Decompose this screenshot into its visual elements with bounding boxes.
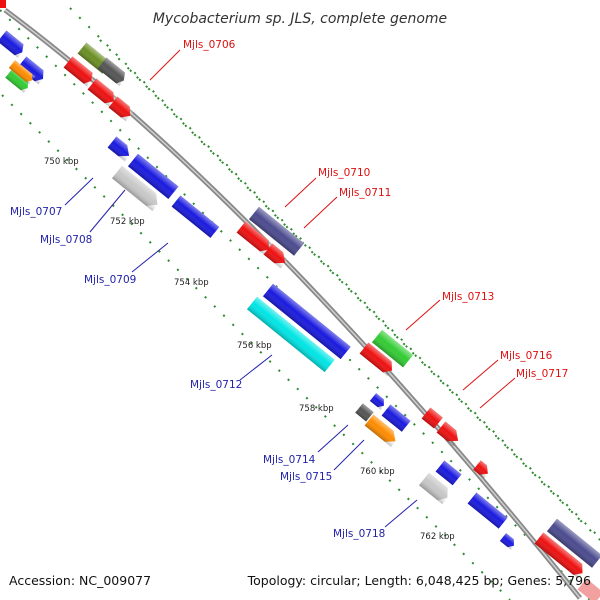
gene-label-mjls-0706: Mjls_0706	[183, 39, 236, 51]
gene-label-mjls-0716: Mjls_0716	[500, 350, 553, 362]
gene-label-mjls-0707: Mjls_0707	[10, 206, 62, 218]
gene-red-0717	[436, 421, 463, 447]
gene-red-0716	[421, 407, 443, 429]
tick-label: 760 kbp	[360, 467, 395, 477]
gene-blue-0718c	[499, 533, 518, 550]
gene-darkgray	[97, 57, 129, 87]
gene-blue-0712	[262, 283, 351, 360]
tick-label: 752 kbp	[110, 217, 145, 227]
gene-orange-small	[8, 60, 36, 85]
gene-labels: Mjls_0706 Mjls_0707 Mjls_0708 Mjls_0709 …	[10, 39, 568, 540]
gene-gray-0718	[418, 472, 453, 505]
gene-green-0713	[371, 329, 414, 368]
gene-blue-0714a	[369, 393, 388, 410]
gene-label-mjls-0710: Mjls_0710	[318, 167, 370, 179]
gene-pink-bottom	[577, 578, 600, 600]
gene-blue-long	[127, 153, 179, 199]
gene-blue-0709	[171, 195, 220, 238]
gene-red-small-0717	[473, 460, 492, 479]
gene-red-topleft	[0, 0, 6, 8]
gc-content-dots	[0, 7, 600, 600]
gene-label-mjls-0711: Mjls_0711	[339, 187, 391, 199]
tick-label: 756 kbp	[237, 341, 272, 351]
gene-label-mjls-0714: Mjls_0714	[263, 454, 316, 466]
gene-red-0711b	[263, 243, 290, 269]
gene-red-0713	[359, 342, 397, 377]
gene-green-small	[5, 68, 32, 93]
gene-red-0706b	[87, 78, 119, 108]
gene-label-mjls-0713: Mjls_0713	[442, 291, 494, 303]
tick-label: 762 kbp	[420, 532, 455, 542]
gene-label-mjls-0712: Mjls_0712	[190, 379, 242, 391]
gene-cyan-0712	[246, 296, 335, 373]
gene-label-mjls-0718: Mjls_0718	[333, 528, 385, 540]
gene-blue-0714b	[381, 404, 411, 432]
gene-gray-0708	[111, 165, 163, 211]
genome-summary-text: Topology: circular; Length: 6,048,425 bp…	[247, 573, 591, 588]
gene-blue-upper	[0, 30, 27, 58]
accession-text: Accession: NC_009077	[9, 573, 151, 588]
gene-label-mjls-0708: Mjls_0708	[40, 234, 92, 246]
gene-red-bottom	[534, 532, 587, 579]
map-title: Mycobacterium sp. JLS, complete genome	[153, 11, 447, 27]
tick-labels: 750 kbp 752 kbp 754 kbp 756 kbp 758 kbp …	[44, 157, 455, 542]
gene-red-0706c	[108, 96, 135, 122]
gene-darkgray-0714	[355, 403, 374, 422]
gene-blue-0718a	[435, 460, 462, 486]
gene-blue-lower	[17, 56, 48, 85]
gene-label-mjls-0715: Mjls_0715	[280, 471, 332, 483]
gene-slate-0710	[248, 206, 305, 256]
leader-lines	[64, 49, 516, 528]
tick-label: 750 kbp	[44, 157, 79, 167]
tick-label: 754 kbp	[174, 278, 209, 288]
tick-label: 758 kbp	[299, 404, 334, 414]
gene-slate-bottom	[546, 518, 600, 568]
gene-red-0711a	[236, 221, 274, 256]
gene-label-mjls-0709: Mjls_0709	[84, 274, 136, 286]
gene-label-mjls-0717: Mjls_0717	[516, 368, 568, 380]
gene-red-0706a	[63, 56, 96, 87]
gene-blue-0718b	[467, 492, 508, 529]
gene-blue-0707	[107, 136, 134, 162]
gene-orange-0715	[364, 414, 400, 447]
